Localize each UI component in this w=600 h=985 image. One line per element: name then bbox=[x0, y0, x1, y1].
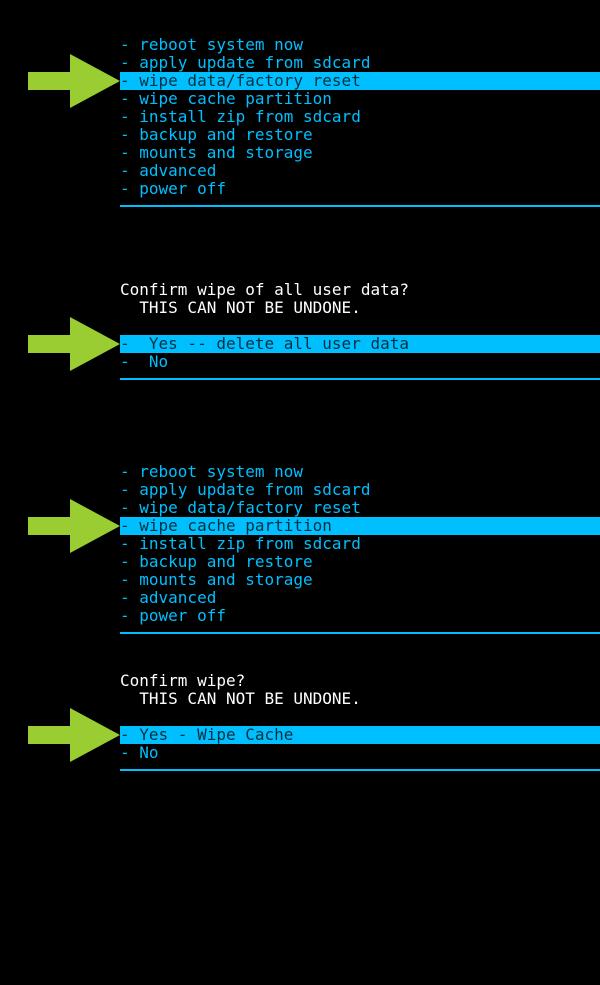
menu-item-advanced[interactable]: - advanced bbox=[120, 588, 217, 607]
menu-item-apply-update[interactable]: - apply update from sdcard bbox=[120, 53, 371, 72]
pointer-arrow-icon bbox=[28, 317, 120, 371]
menu-divider bbox=[120, 632, 600, 634]
menu-item-wipe-cache[interactable]: - wipe cache partition bbox=[120, 517, 600, 535]
menu-item-apply-update[interactable]: - apply update from sdcard bbox=[120, 480, 371, 499]
menu-item-wipe-cache[interactable]: - wipe cache partition bbox=[120, 89, 332, 108]
menu-item-backup-restore[interactable]: - backup and restore bbox=[120, 552, 313, 571]
pointer-arrow-icon bbox=[28, 708, 120, 762]
warning-text: THIS CAN NOT BE UNDONE. bbox=[120, 689, 361, 708]
menu-divider bbox=[120, 769, 600, 771]
menu-item-install-zip[interactable]: - install zip from sdcard bbox=[120, 534, 361, 553]
warning-text: THIS CAN NOT BE UNDONE. bbox=[120, 298, 361, 317]
menu-item-reboot[interactable]: - reboot system now bbox=[120, 35, 304, 54]
menu-item-wipe-data[interactable]: - wipe data/factory reset bbox=[120, 72, 600, 90]
menu-item-advanced[interactable]: - advanced bbox=[120, 161, 217, 180]
menu-item-wipe-data[interactable]: - wipe data/factory reset bbox=[120, 498, 361, 517]
confirm-yes-option[interactable]: - Yes -- delete all user data bbox=[120, 335, 600, 353]
pointer-arrow-icon bbox=[28, 499, 120, 553]
confirm-no-option[interactable]: - No bbox=[120, 743, 159, 762]
menu-item-backup-restore[interactable]: - backup and restore bbox=[120, 125, 313, 144]
menu-item-power-off[interactable]: - power off bbox=[120, 179, 226, 198]
menu-item-power-off[interactable]: - power off bbox=[120, 606, 226, 625]
menu-divider bbox=[120, 378, 600, 380]
confirm-no-option[interactable]: - No bbox=[120, 352, 169, 371]
menu-item-install-zip[interactable]: - install zip from sdcard bbox=[120, 107, 361, 126]
confirm-prompt: Confirm wipe of all user data? bbox=[120, 280, 409, 299]
menu-item-mounts-storage[interactable]: - mounts and storage bbox=[120, 570, 313, 589]
confirm-prompt: Confirm wipe? bbox=[120, 671, 246, 690]
menu-item-mounts-storage[interactable]: - mounts and storage bbox=[120, 143, 313, 162]
pointer-arrow-icon bbox=[28, 54, 120, 108]
menu-item-reboot[interactable]: - reboot system now bbox=[120, 462, 304, 481]
menu-divider bbox=[120, 205, 600, 207]
confirm-yes-option[interactable]: - Yes - Wipe Cache bbox=[120, 726, 600, 744]
